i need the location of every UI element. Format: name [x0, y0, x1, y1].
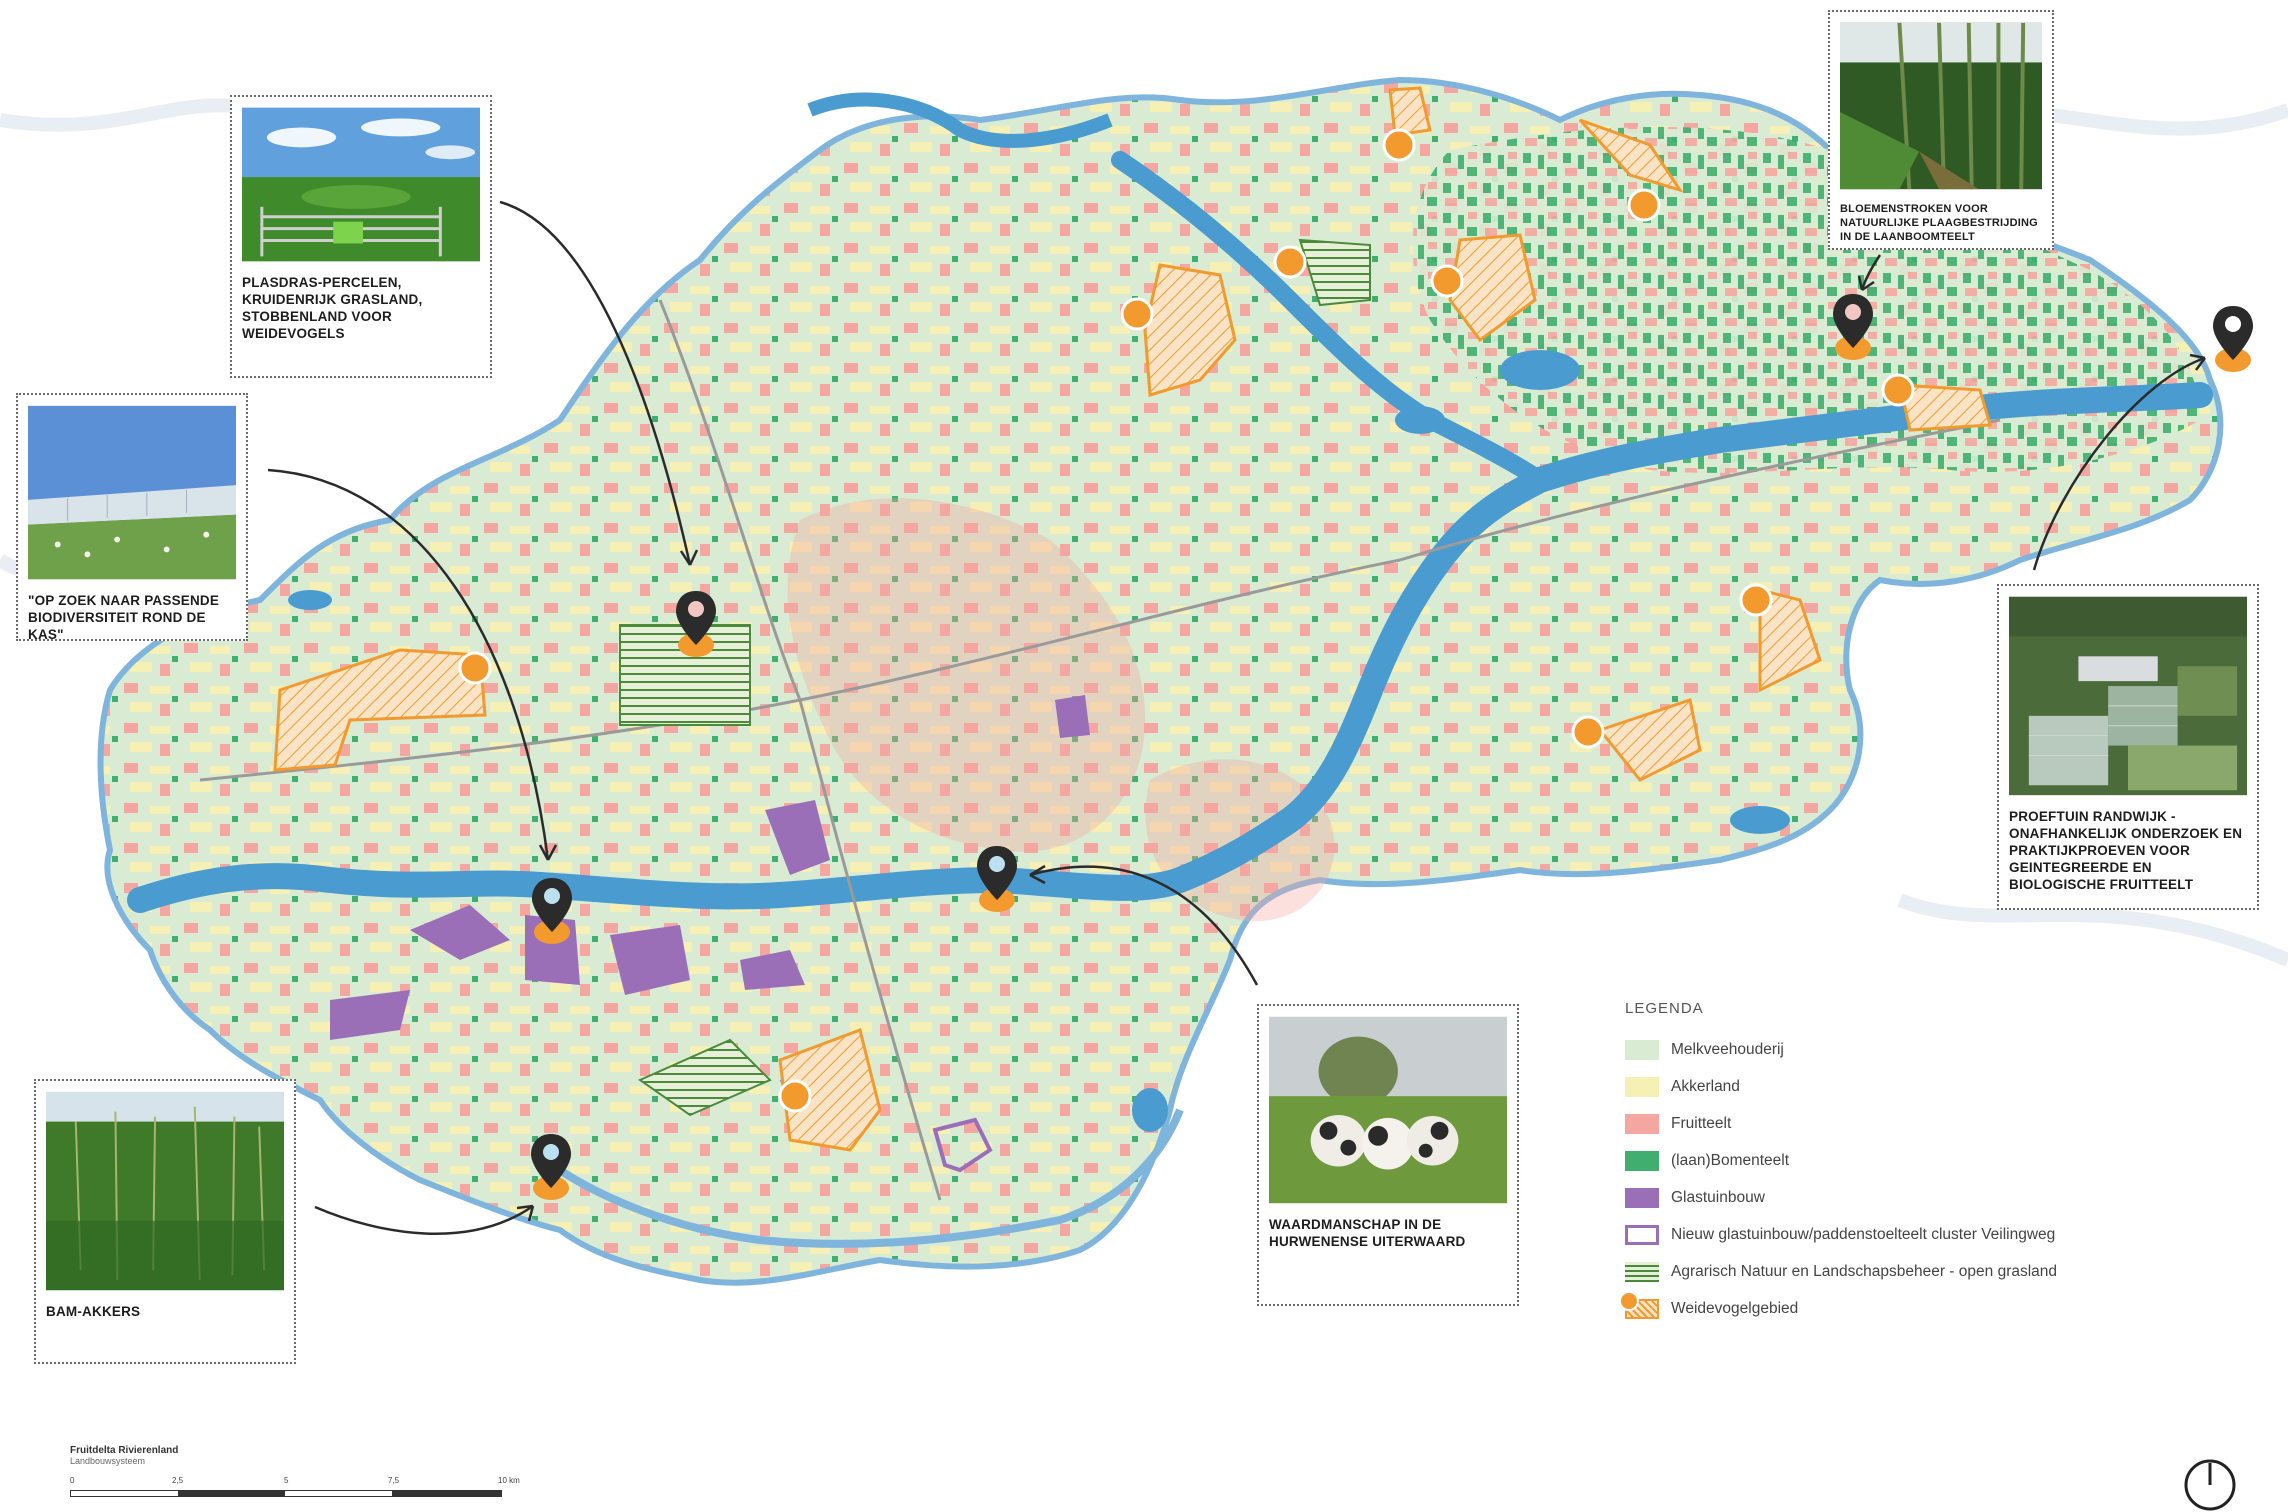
map-subtitle: Landbouwsysteem	[70, 1456, 146, 1466]
legend-item-fruitteelt: Fruitteelt	[1625, 1105, 2185, 1142]
swatch-fruitteelt	[1625, 1113, 1659, 1134]
map-title: Fruitdelta Rivierenland	[70, 1445, 179, 1456]
legend-label: Nieuw glastuinbouw/paddenstoelteelt clus…	[1671, 1225, 2056, 1243]
north-arrow-icon	[2184, 1459, 2236, 1511]
legend-label: Glastuinbouw	[1671, 1188, 1765, 1206]
scale-tick-label: 2,5	[172, 1476, 184, 1485]
legend-label: Weidevogelgebied	[1671, 1299, 1799, 1317]
legend-label: Fruitteelt	[1671, 1114, 1732, 1132]
river-maas	[542, 1108, 1184, 1248]
scale-tick-label: 0	[70, 1476, 75, 1485]
swatch-agrarisch-natuur	[1625, 1261, 1659, 1282]
legend-label: Agrarisch Natuur en Landschapsbeheer - o…	[1671, 1262, 2058, 1280]
callout-bloemenstroken: BLOEMENSTROKEN VOOR NATUURLIJKE PLAAGBES…	[1828, 10, 2054, 250]
callout-bam: BAM-AKKERS	[34, 1079, 296, 1364]
legend-label: Melkveehouderij	[1671, 1040, 1784, 1058]
legend-item-melkveehouderij: Melkveehouderij	[1625, 1031, 2185, 1068]
legend-item-nieuw-glastuinbouw: Nieuw glastuinbouw/paddenstoelteelt clus…	[1625, 1216, 2185, 1253]
legend-item-agrarisch-natuur: Agrarisch Natuur en Landschapsbeheer - o…	[1625, 1253, 2185, 1290]
legend-item-weidevogelgebied: Weidevogelgebied	[1619, 1290, 2185, 1327]
scale-tick-label: 10 km	[498, 1476, 520, 1485]
callout-proeftuin: PROEFTUIN RANDWIJK - ONAFHANKELIJK ONDER…	[1997, 584, 2259, 910]
scale-tick-label: 5	[284, 1476, 289, 1485]
scale-line	[70, 1490, 502, 1497]
callout-caption: "OP ZOEK NAAR PASSENDE BIODIVERSITEIT RO…	[28, 593, 220, 642]
aerial-orchard-photo	[2009, 596, 2247, 796]
legend-item-bomenteelt: (laan)Bomenteelt	[1625, 1142, 2185, 1179]
swatch-akkerland	[1625, 1076, 1659, 1097]
swatch-nieuw-glastuinbouw	[1625, 1224, 1659, 1245]
tall-grass-field-photo	[46, 1091, 284, 1291]
greenhouse-field-photo	[28, 405, 236, 580]
legend-label: (laan)Bomenteelt	[1671, 1151, 1790, 1169]
legend-label: Akkerland	[1671, 1077, 1740, 1095]
callout-plasdras: PLASDRAS-PERCELEN, KRUIDENRIJK GRASLAND,…	[230, 95, 492, 378]
bird-icon	[1619, 1290, 1639, 1311]
cows-in-floodplain-photo	[1269, 1016, 1507, 1204]
scale-bar: Fruitdelta Rivierenland Landbouwsysteem …	[70, 1445, 530, 1497]
callout-caption: WAARDMANSCHAP IN DE HURWENENSE UITERWAAR…	[1269, 1217, 1466, 1249]
callout-caption: PROEFTUIN RANDWIJK - ONAFHANKELIJK ONDER…	[2009, 809, 2243, 892]
callout-caption: BAM-AKKERS	[46, 1304, 141, 1319]
meadow-with-gate-photo	[242, 107, 480, 262]
scale-ticks: 0 2,5 5 7,5 10 km	[70, 1476, 530, 1490]
callout-caption: BLOEMENSTROKEN VOOR NATUURLIJKE PLAAGBES…	[1840, 203, 2038, 243]
meadowbird-markers	[458, 128, 1915, 1113]
location-pins	[531, 294, 2253, 1200]
swatch-glastuinbouw	[1625, 1187, 1659, 1208]
swatch-weidevogelgebied	[1619, 1290, 1659, 1319]
scale-tick-label: 7,5	[388, 1476, 400, 1485]
legend-item-akkerland: Akkerland	[1625, 1068, 2185, 1105]
swatch-melkveehouderij	[1625, 1039, 1659, 1060]
swatch-bomenteelt	[1625, 1150, 1659, 1171]
tree-nursery-photo	[1840, 22, 2042, 190]
legend-item-glastuinbouw: Glastuinbouw	[1625, 1179, 2185, 1216]
callout-waardmanschap: WAARDMANSCHAP IN DE HURWENENSE UITERWAAR…	[1257, 1004, 1519, 1306]
river-lek	[1111, 151, 1549, 489]
callout-caption: PLASDRAS-PERCELEN, KRUIDENRIJK GRASLAND,…	[242, 275, 423, 341]
callout-kas: "OP ZOEK NAAR PASSENDE BIODIVERSITEIT RO…	[16, 393, 248, 642]
legend: LEGENDA Melkveehouderij Akkerland Fruitt…	[1619, 1000, 2185, 1327]
legend-title: LEGENDA	[1625, 1000, 1704, 1017]
